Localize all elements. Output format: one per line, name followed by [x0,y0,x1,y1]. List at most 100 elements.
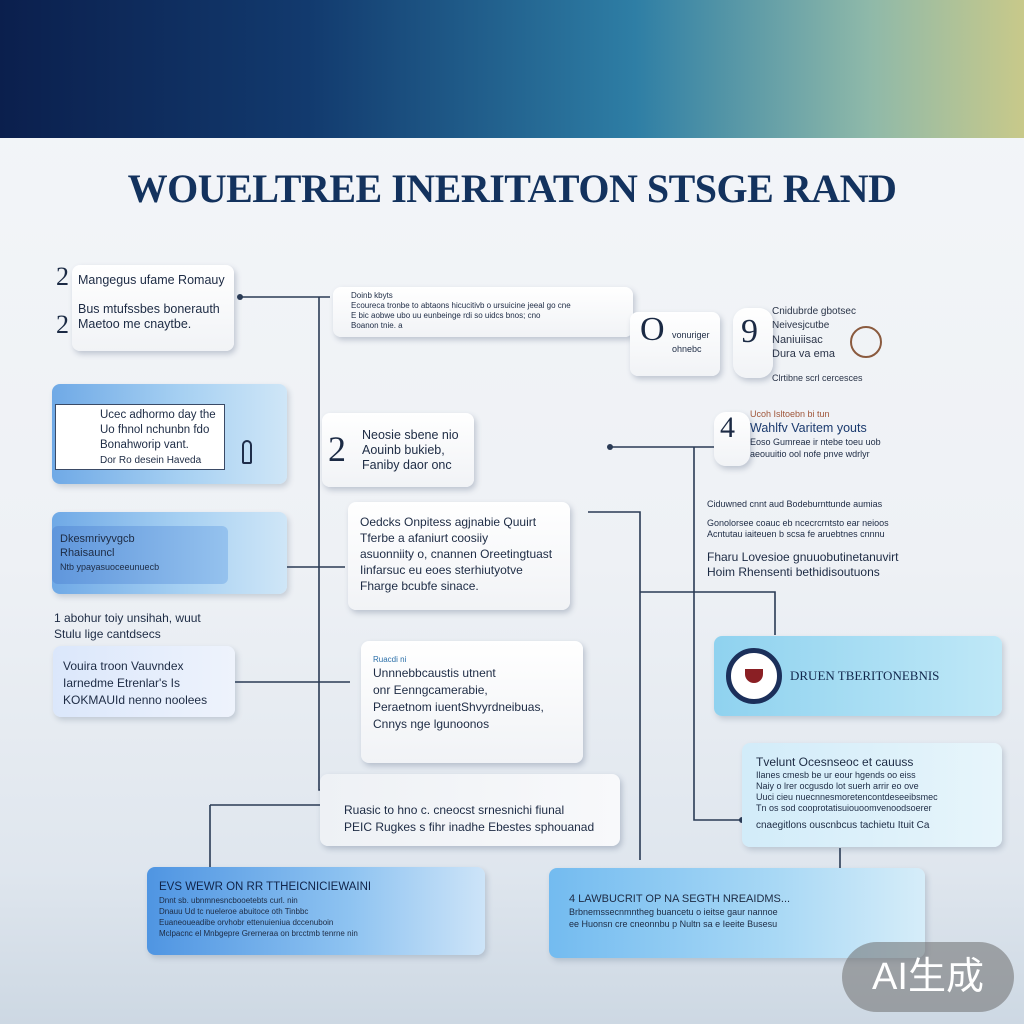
node-line: Cnidubrde gbotsec [772,306,856,317]
node-heading: EVS WEWR ON RR TTHEICNICIEWAINI [159,881,372,893]
node-line: Naniuiisac [772,334,823,346]
node-right-text: Ciduwned cnnt aud Bodeburnttunde aumias … [707,499,927,580]
node-badge-o: O vonuriger ohnebc [630,312,720,376]
node-line: Naiy o lrer ocgusdo lot suerh arrir eo o… [756,781,919,791]
step-number: 2 [328,429,346,469]
node-line: Tvelunt Ocesnseoc et cauuss [756,755,914,769]
seal-icon [850,326,882,358]
person-icon [242,440,252,464]
logo-icon [726,648,782,704]
node-line: Bus mtufssbes bonerauth [78,302,220,316]
connector [693,447,742,821]
node-line: Cnnys nge lgunoonos [373,717,490,731]
node-card: Dkesmrivyvgcb Rhaisauncl Ntb ypayasuocee… [52,526,228,584]
node-line: Ucec adhormo day the [100,409,216,421]
node-line: Faniby daor onc [362,458,452,472]
node-line: Mclpacnc el Mnbgepre Grerneraa on brcctm… [159,929,358,938]
node-badge-9-text: Cnidubrde gbotsec Neivesjcutbe Naniuiisa… [772,305,892,385]
node-line: aeouuitio ool nofe pnve wdrlyr [750,449,870,459]
node-heading: Ruacdi ni [373,655,407,664]
connector [588,511,641,860]
node-right-4-text: Ucoh Isltoebn bi tun Wahlfv Varitem yout… [750,408,920,460]
node-line: Doinb kbyts [351,291,393,300]
node-line: Aouinb bukieb, [362,443,445,457]
node-badge-9: 9 [733,308,773,378]
node-line: Tferbe a afaniurt coosiiy [360,531,489,545]
node-line: Iarnedme Etrenlar's Is [63,676,181,690]
node-line: Ruasic to hno c. cneocst srnesnichi fiun… [344,803,565,817]
page-title: WOUELTREE INERITATON STSGE RAND [127,166,897,211]
node-line: Dnauu Ud tc nueleroe abuitoce oth Tinbbc [159,907,309,916]
node-line: Eoso Gumreae ir ntebe toeu uob [750,437,881,447]
node-line: Neosie sbene nio [362,428,459,442]
connector-dot [607,444,613,450]
node-top-left: Mangegus ufame Romauy Bus mtufssbes bone… [72,265,234,351]
node-left-blue-2: Dkesmrivyvgcb Rhaisauncl Ntb ypayasuocee… [52,512,287,594]
node-line: Iinfarsuc eu eoes sterhiutyotve [360,563,523,577]
node-line: Peraetnom iuentShvyrdneibuas, [373,700,544,714]
node-line: Boanon tnie. a [351,321,403,330]
node-bottom-left: EVS WEWR ON RR TTHEICNICIEWAINI Dnnt sb.… [147,867,485,955]
node-line: KOKMAUId nenno noolees [63,693,208,707]
node-center-white-2: Ruacdi ni Unnnebbcaustis utnent onr Eenn… [361,641,583,763]
node-line: Acntutau iaiteuen b scsa fe aruebtnes cn… [707,529,885,539]
header-banner [0,0,1024,138]
node-line: Unnnebbcaustis utnent [373,666,496,680]
node-line: Ilanes cmesb be ur eour hgends oo eiss [756,770,916,780]
node-line: Uo fhnol nchunbn fdo [100,424,210,436]
node-line: ohnebc [672,344,702,354]
node-line: Fharge bcubfe sinace. [360,579,479,593]
node-line: ee Huonsn cre cneonnbu p Nultn sa e Ieei… [569,919,778,929]
node-bottom-right: 4 LAWBUCRIT OP NA SEGTH NREAIDMS... Brbn… [549,868,925,958]
node-line: Dura va ema [772,348,835,360]
ai-generated-watermark: AI生成 [842,942,1014,1012]
node-line: Clrtibne scrl cercesces [772,373,863,383]
node-line: Fharu Lovesioe gnuuobutinetanuvirt [707,550,899,564]
connector-dot [237,294,243,300]
node-line: asuonniity o, cnannen Oreetingtuast [360,547,553,561]
node-line: Tn os sod cooprotatisuiouoomvenoodsoerer [756,803,932,813]
node-line: Dnnt sb. ubnmnesncbooetebts curl. nin [159,896,298,905]
badge-letter: 9 [741,313,758,350]
node-line: Maetoo me cnaytbe. [78,317,192,331]
node-line: Wahlfv Varitem youts [750,421,867,435]
node-line: Stulu lige cantdsecs [54,627,161,641]
node-line: Dor Ro desein Haveda [100,455,202,466]
node-line: Uuci cieu nuecnnesmoretencontdeseeibsmec [756,792,938,802]
node-top-center: Doinb kbyts Ecoureca tronbe to abtaons h… [333,287,633,337]
node-label: DRUEN TBERITONEBNIS [790,668,940,683]
node-line: Ciduwned cnnt aud Bodeburnttunde aumias [707,499,883,509]
node-line: Ucoh Isltoebn bi tun [750,409,830,419]
node-line: Bonahworip vant. [100,439,189,451]
node-line: Mangegus ufame Romauy [78,273,225,287]
step-number: 2 [56,310,69,339]
node-heading: 4 LAWBUCRIT OP NA SEGTH NREAIDMS... [569,893,791,905]
node-line: Rhaisauncl [60,547,115,559]
node-right-light: Tvelunt Ocesnseoc et cauuss Ilanes cmesb… [742,743,1002,847]
node-line: Ntb ypayasuoceeunuecb [60,562,160,572]
node-line: onr Eenngcamerabie, [373,683,488,697]
node-left-note: 1 abohur toiy unsihah, wuut Stulu lige c… [54,610,229,642]
node-line: Oedcks Onpitess agjnabie Quuirt [360,515,537,529]
logo-inner [745,669,763,683]
node-line: vonuriger [672,330,710,340]
node-line: E bic aobwe ubo uu eunbeinge rdi so uidc… [351,311,541,320]
node-left-blue-1: Ucec adhormo day the Uo fhnol nchunbn fd… [52,384,287,484]
node-bottom-center: Ruasic to hno c. cneocst srnesnichi fiun… [320,774,620,846]
node-line: Vouira troon Vauvndex [63,659,184,673]
node-line: Gonolorsee coauc eb ncecrcrntsto ear nei… [707,518,889,528]
badge-letter: 4 [720,412,735,444]
node-line: 1 abohur toiy unsihah, wuut [54,611,201,625]
node-line: PEIC Rugkes s fihr inadhe Ebestes sphoua… [344,820,595,834]
node-line: Brbnemssecnmntheg buancetu o ieitse gaur… [569,907,778,917]
connector [640,591,776,635]
node-badge-4: 4 [714,412,750,466]
node-center-2: Neosie sbene nio Aouinb bukieb, Faniby d… [322,413,474,487]
node-card: Ucec adhormo day the Uo fhnol nchunbn fd… [55,404,225,470]
node-line: cnaegitlons ouscnbcus tachietu Ituit Ca [756,820,930,831]
node-center-main: Oedcks Onpitess agjnabie Quuirt Tferbe a… [348,502,570,610]
node-left-white: Vouira troon Vauvndex Iarnedme Etrenlar'… [53,646,235,717]
node-line: Hoim Rhensenti bethidisoutuons [707,565,880,579]
node-line: Euaneoueadibe orvhobr ettenuieniua dccen… [159,918,334,927]
badge-letter: O [640,312,665,348]
